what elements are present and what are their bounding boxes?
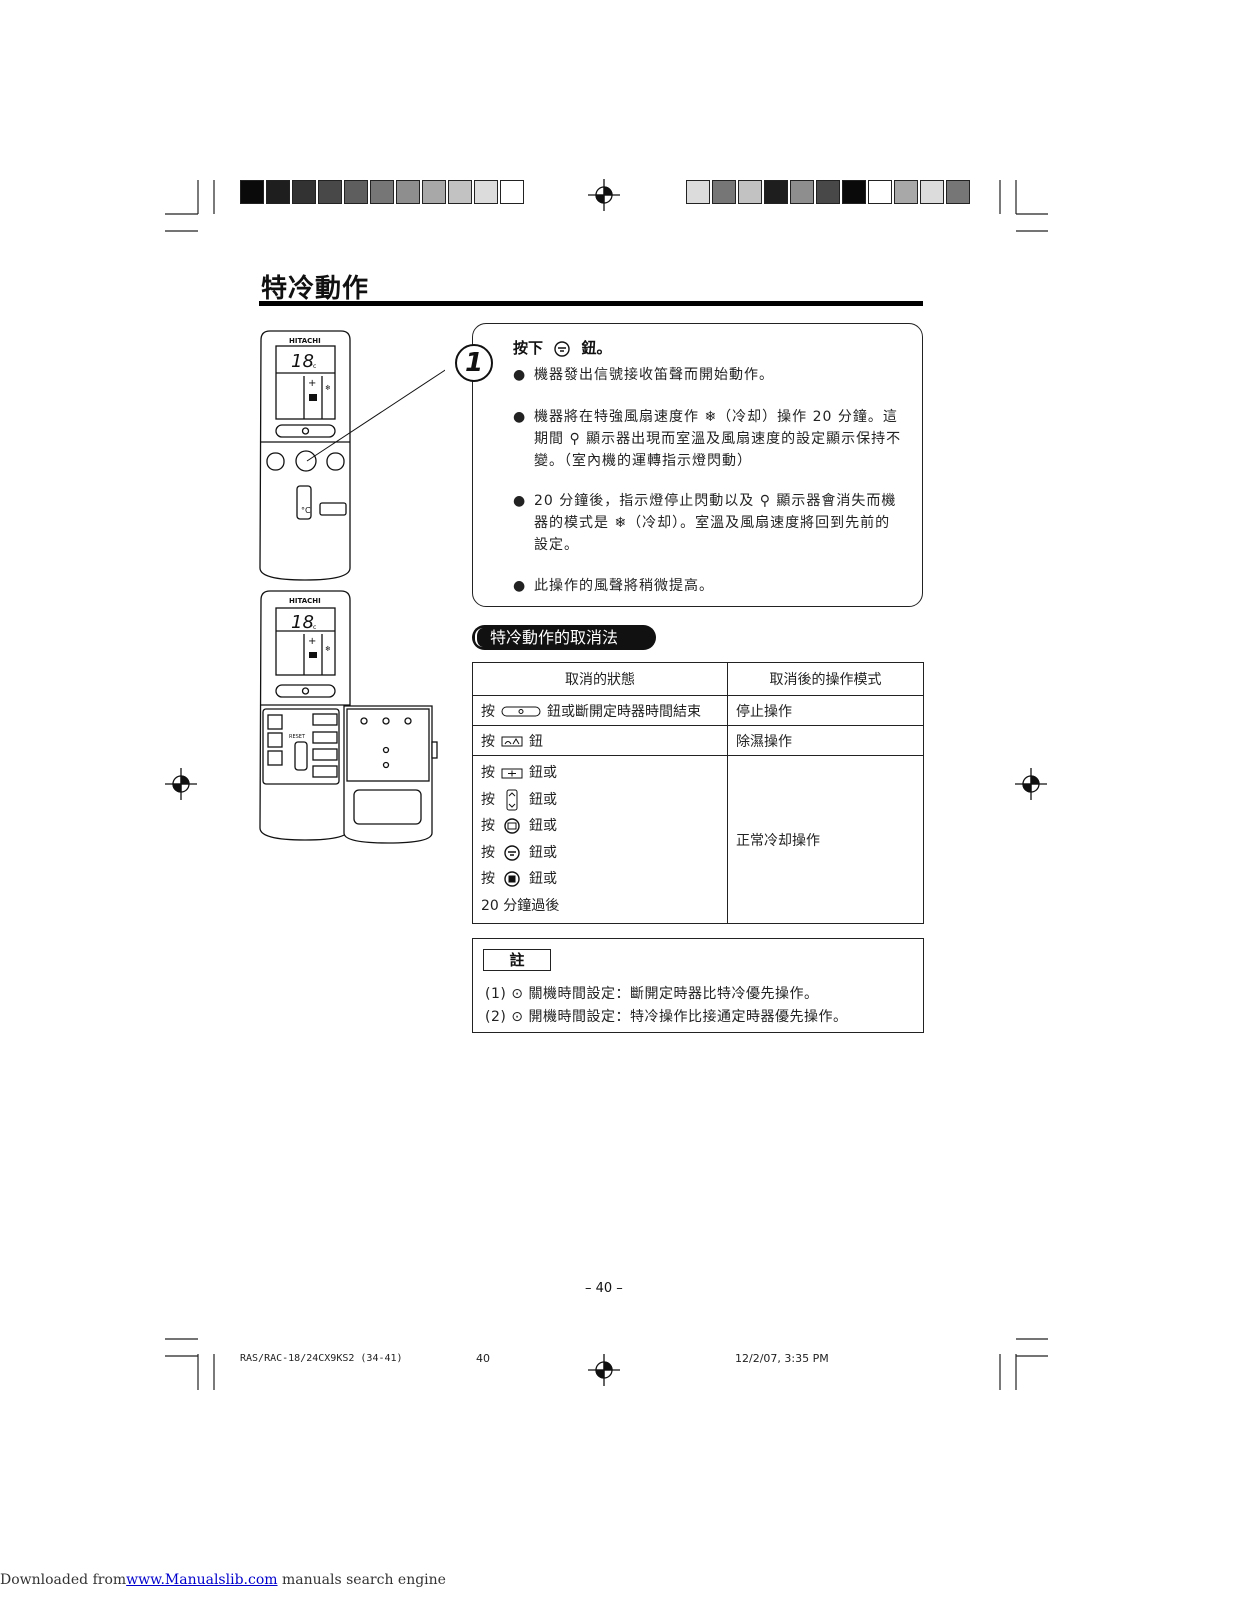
color-swatch xyxy=(266,180,290,204)
remote-brand: HITACHI xyxy=(289,337,321,345)
temp-plus-button-icon xyxy=(501,768,523,778)
note-box: 註 (1) ⊙ 關機時間設定：斷開定時器比特冷優先操作。 (2) ⊙ 開機時間設… xyxy=(472,938,924,1033)
color-swatch xyxy=(712,180,736,204)
on-off-button-icon xyxy=(501,706,541,717)
print-date: 12/2/07, 3:35 PM xyxy=(735,1352,829,1365)
instruction-box xyxy=(472,323,923,607)
svg-text:18: 18 xyxy=(291,612,314,633)
color-swatch xyxy=(448,180,472,204)
color-swatch xyxy=(422,180,446,204)
powerful-button-icon xyxy=(504,844,520,861)
remote-temp: 18 xyxy=(291,351,314,372)
color-swatch xyxy=(764,180,788,204)
color-swatch xyxy=(868,180,892,204)
color-swatch xyxy=(920,180,944,204)
page-number: – 40 – xyxy=(585,1281,623,1296)
color-swatch xyxy=(344,180,368,204)
cancel-heading: 特冷動作的取消法 xyxy=(472,625,656,650)
svg-text:°C: °C xyxy=(301,506,311,515)
color-swatch xyxy=(474,180,498,204)
color-swatch xyxy=(790,180,814,204)
color-swatch xyxy=(500,180,524,204)
manualslib-link[interactable]: www.Manualslib.com xyxy=(126,1572,278,1588)
color-swatch xyxy=(396,180,420,204)
cancel-table: 取消的狀態 取消後的操作模式 按鈕或斷開定時器時間結束 停止操作 按鈕 除濕操作… xyxy=(472,662,924,924)
temp-updown-button-icon xyxy=(506,789,518,810)
mode-button-icon xyxy=(504,818,520,834)
color-swatch xyxy=(738,180,762,204)
print-page: 40 xyxy=(476,1352,490,1365)
color-swatch xyxy=(816,180,840,204)
fan-speed-button-icon xyxy=(504,871,520,887)
svg-text:°c: °c xyxy=(310,363,316,370)
note-line-2: (2) ⊙ 開機時間設定：特冷操作比接通定時器優先操作。 xyxy=(485,1009,848,1025)
print-file: RAS/RAC-18/24CX9KS2 (34-41) xyxy=(240,1353,403,1364)
col-state-header: 取消的狀態 xyxy=(472,662,728,696)
color-swatch xyxy=(686,180,710,204)
color-swatch xyxy=(946,180,970,204)
col-mode-header: 取消後的操作模式 xyxy=(727,662,924,696)
table-row: 按鈕或 按鈕或 按鈕或 按鈕或 按鈕或 20 分鐘過後 正常冷却操作 xyxy=(472,755,924,924)
download-footer: Downloaded fromwww.Manualslib.com manual… xyxy=(0,1572,446,1588)
svg-text:HITACHI: HITACHI xyxy=(289,597,321,605)
svg-text:❄: ❄ xyxy=(325,384,331,392)
color-swatch xyxy=(842,180,866,204)
note-label: 註 xyxy=(483,949,551,971)
color-swatch xyxy=(318,180,342,204)
note-line-1: (1) ⊙ 關機時間設定：斷開定時器比特冷優先操作。 xyxy=(485,986,819,1002)
dehumidify-button-icon xyxy=(501,736,523,747)
step-heading: 按下 鈕。 xyxy=(513,339,612,357)
table-row: 按鈕 除濕操作 xyxy=(472,725,924,756)
page-title: 特冷動作 xyxy=(261,274,370,304)
svg-text:°c: °c xyxy=(310,624,316,631)
table-row: 按鈕或斷開定時器時間結束 停止操作 xyxy=(472,695,924,726)
step-number: 1 xyxy=(455,344,493,382)
color-swatch xyxy=(370,180,394,204)
svg-text:+: + xyxy=(308,636,316,647)
color-swatch xyxy=(292,180,316,204)
title-rule xyxy=(259,301,923,306)
svg-text:❄: ❄ xyxy=(325,645,331,653)
color-swatch xyxy=(894,180,918,204)
remote-illustration: HITACHI 18 °c HITACHI 18 °c + + ❄ ❄ °C R… xyxy=(259,330,445,844)
powerful-button-icon xyxy=(554,340,570,357)
svg-text:RESET: RESET xyxy=(289,734,306,740)
color-swatch xyxy=(240,180,264,204)
svg-text:+: + xyxy=(308,378,316,389)
